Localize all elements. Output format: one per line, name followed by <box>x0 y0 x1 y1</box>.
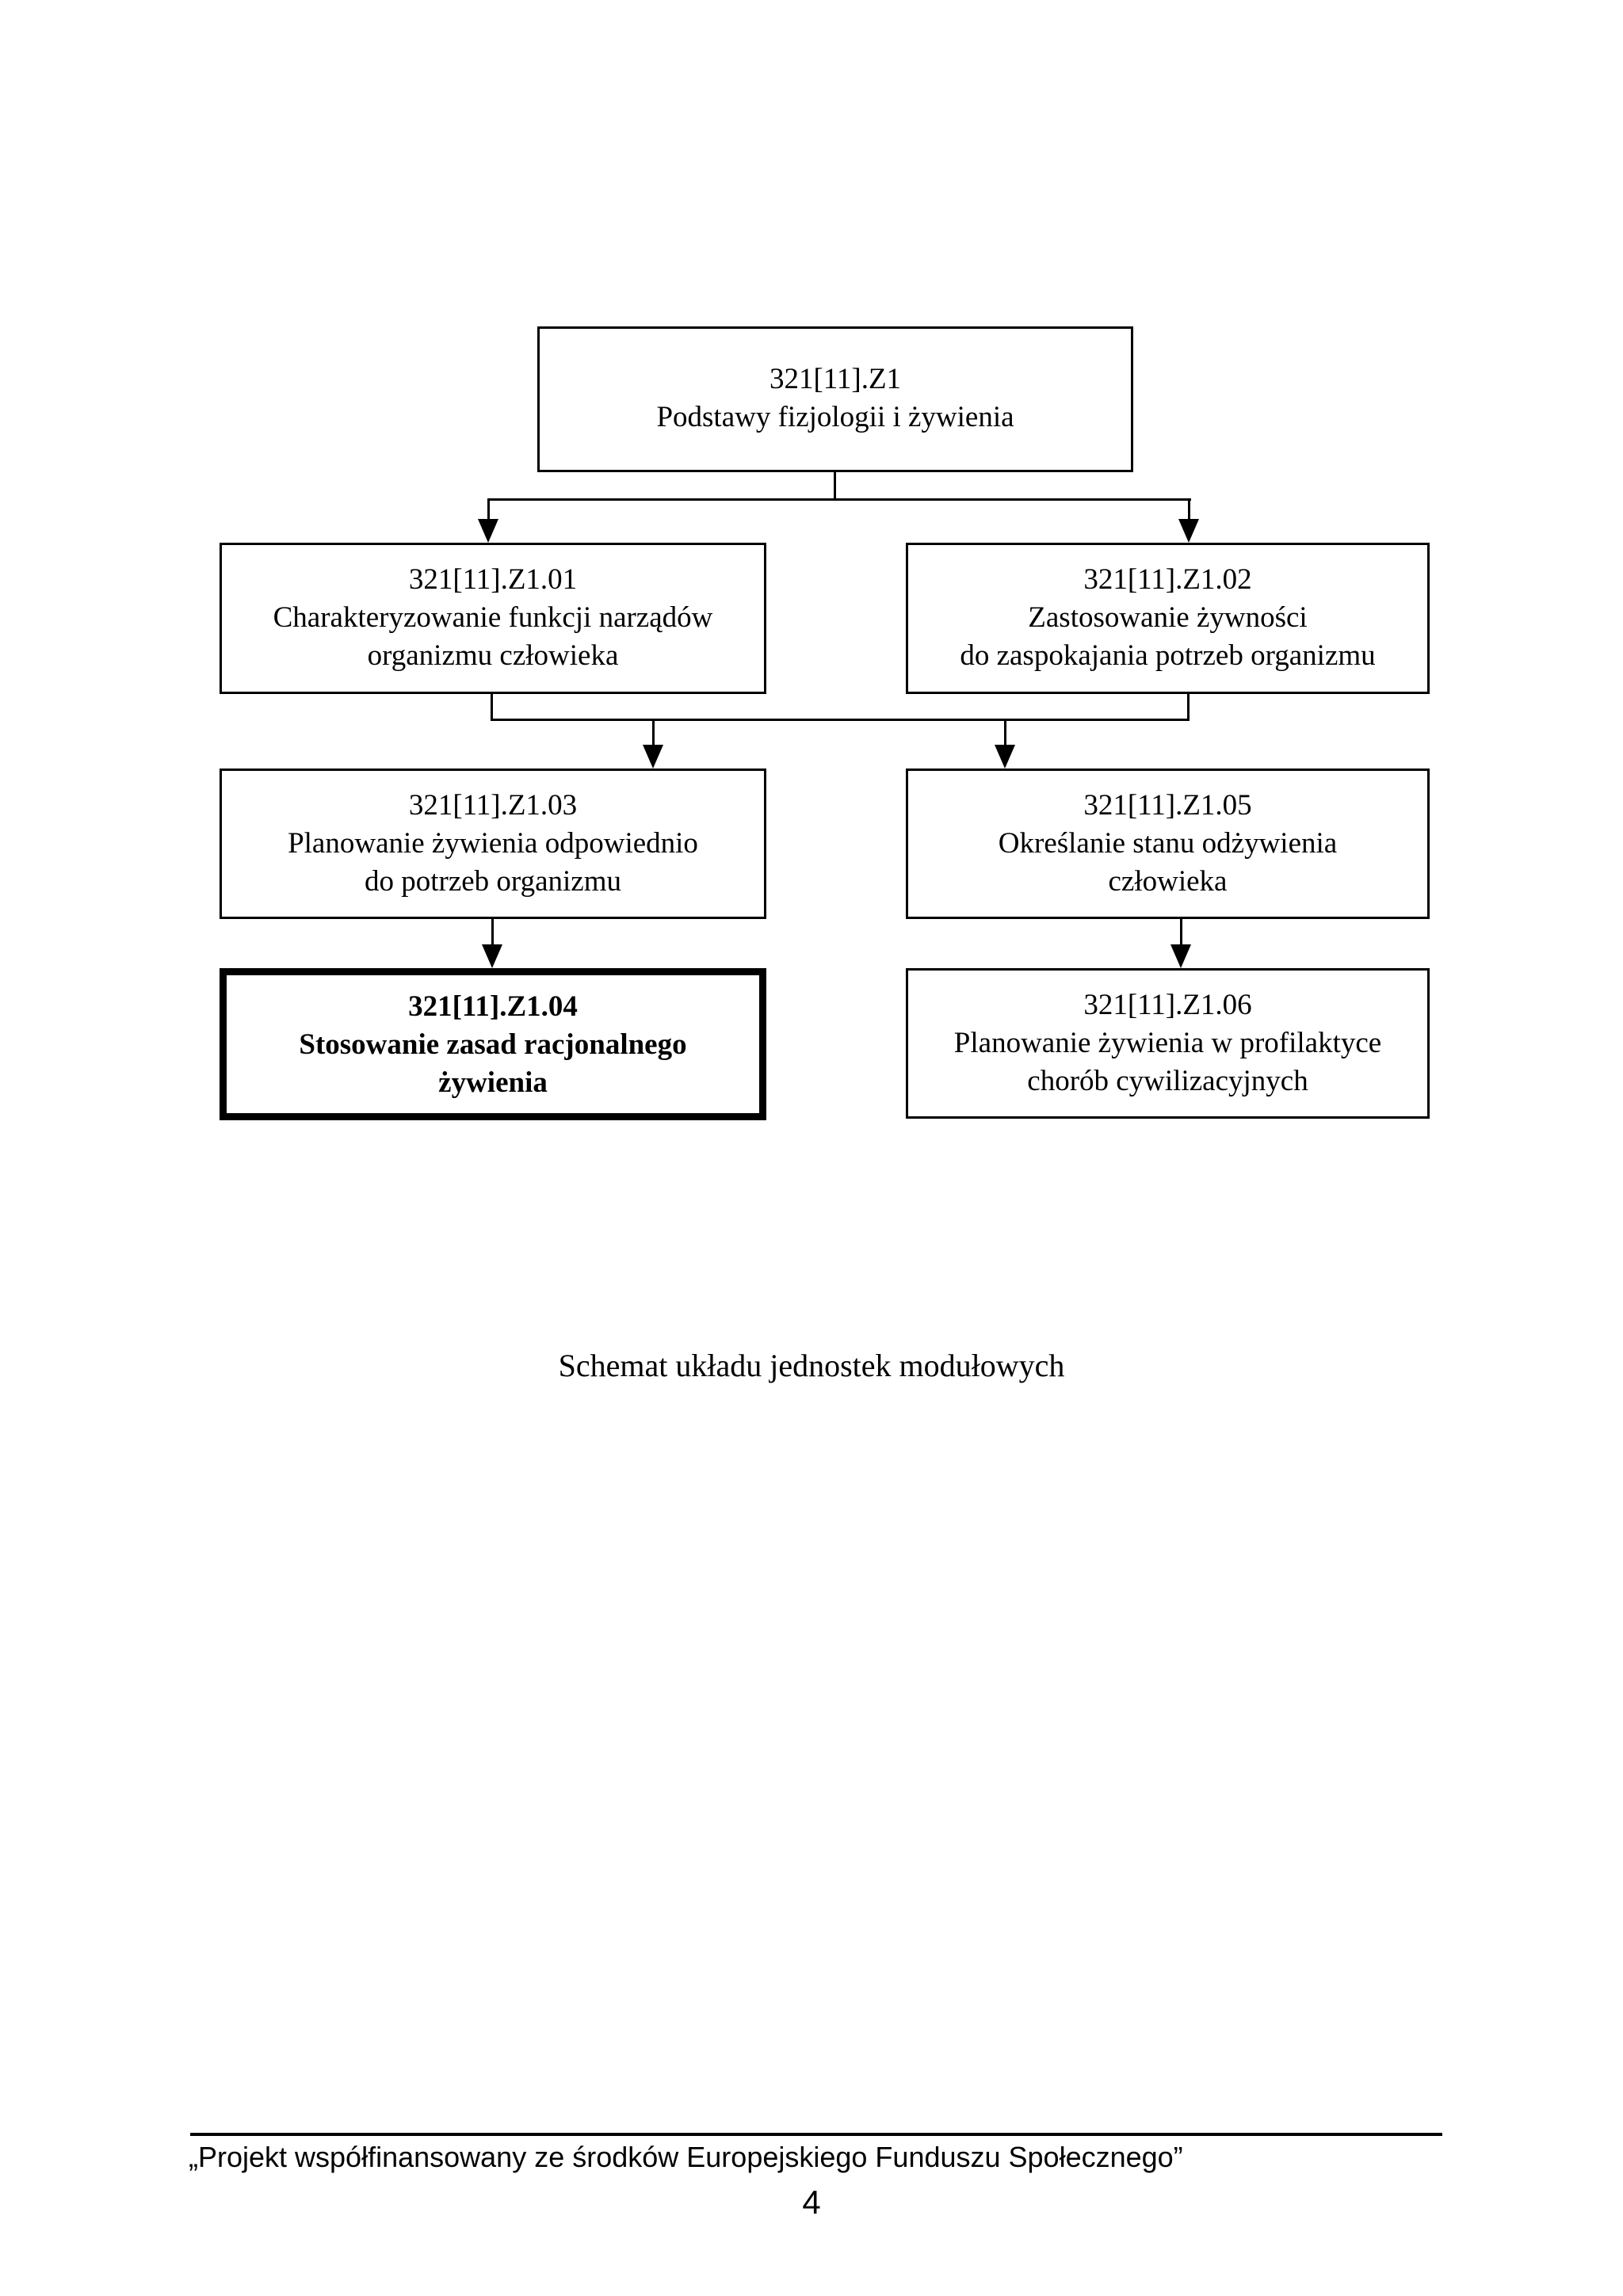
diagram-node-z1-04-emphasized: 321[11].Z1.04 Stosowanie zasad racjonaln… <box>220 968 766 1120</box>
connector-bar-level2 <box>491 719 1190 721</box>
node-label-line: Charakteryzowanie funkcji narządów <box>273 601 713 634</box>
node-label-line: Stosowanie zasad racjonalnego <box>299 1028 687 1061</box>
connector-down-left3 <box>491 919 494 948</box>
connector-down-right2 <box>1187 694 1190 721</box>
arrowhead-down-icon <box>478 519 498 543</box>
node-label-line: Zastosowanie żywności <box>1028 601 1308 634</box>
arrowhead-down-icon <box>643 745 663 769</box>
diagram-node-z1: 321[11].Z1 Podstawy fizjologii i żywieni… <box>537 326 1133 472</box>
diagram-node-z1-01: 321[11].Z1.01 Charakteryzowanie funkcji … <box>220 543 766 694</box>
diagram-node-z1-03: 321[11].Z1.03 Planowanie żywienia odpowi… <box>220 769 766 919</box>
node-code: 321[11].Z1.01 <box>408 563 578 596</box>
connector-drop-left2 <box>652 719 655 747</box>
arrowhead-down-icon <box>995 745 1015 769</box>
footer-rule <box>190 2133 1442 2136</box>
diagram-node-z1-06: 321[11].Z1.06 Planowanie żywienia w prof… <box>906 968 1430 1119</box>
node-code: 321[11].Z1 <box>769 363 902 395</box>
diagram-caption: Schemat układu jednostek modułowych <box>558 1348 1065 1383</box>
node-label-line: chorób cywilizacyjnych <box>1027 1065 1308 1097</box>
connector-bar-level1 <box>488 498 1191 501</box>
node-label-line: Określanie stanu odżywienia <box>998 827 1338 860</box>
node-label-line: do potrzeb organizmu <box>364 865 621 898</box>
arrowhead-down-icon <box>1170 944 1191 968</box>
node-label-line: organizmu człowieka <box>367 639 619 672</box>
connector-down-right3 <box>1180 919 1182 948</box>
diagram-node-z1-05: 321[11].Z1.05 Określanie stanu odżywieni… <box>906 769 1430 919</box>
node-code: 321[11].Z1.03 <box>408 789 578 822</box>
connector-stem-top <box>834 471 836 501</box>
arrowhead-down-icon <box>1178 519 1199 543</box>
node-label-line: człowieka <box>1108 865 1228 898</box>
connector-drop-left1 <box>487 498 490 524</box>
node-label-line: Podstawy fizjologii i żywienia <box>656 401 1014 433</box>
node-label-line: Planowanie żywienia w profilaktyce <box>953 1027 1382 1059</box>
arrowhead-down-icon <box>482 944 502 968</box>
connector-drop-right1 <box>1188 498 1190 524</box>
footer-credit-text: „Projekt współfinansowany ze środków Eur… <box>189 2141 1183 2173</box>
node-code: 321[11].Z1.02 <box>1083 563 1252 596</box>
node-label-line: Planowanie żywienia odpowiednio <box>288 827 698 860</box>
page-number: 4 <box>802 2183 821 2221</box>
connector-down-left2 <box>491 694 493 721</box>
connector-drop-right2 <box>1004 719 1006 747</box>
node-label-line: żywienia <box>438 1066 548 1099</box>
node-label-line: do zaspokajania potrzeb organizmu <box>960 639 1376 672</box>
node-code: 321[11].Z1.04 <box>408 990 578 1023</box>
diagram-node-z1-02: 321[11].Z1.02 Zastosowanie żywności do z… <box>906 543 1430 694</box>
node-code: 321[11].Z1.06 <box>1083 989 1252 1021</box>
node-code: 321[11].Z1.05 <box>1083 789 1252 822</box>
